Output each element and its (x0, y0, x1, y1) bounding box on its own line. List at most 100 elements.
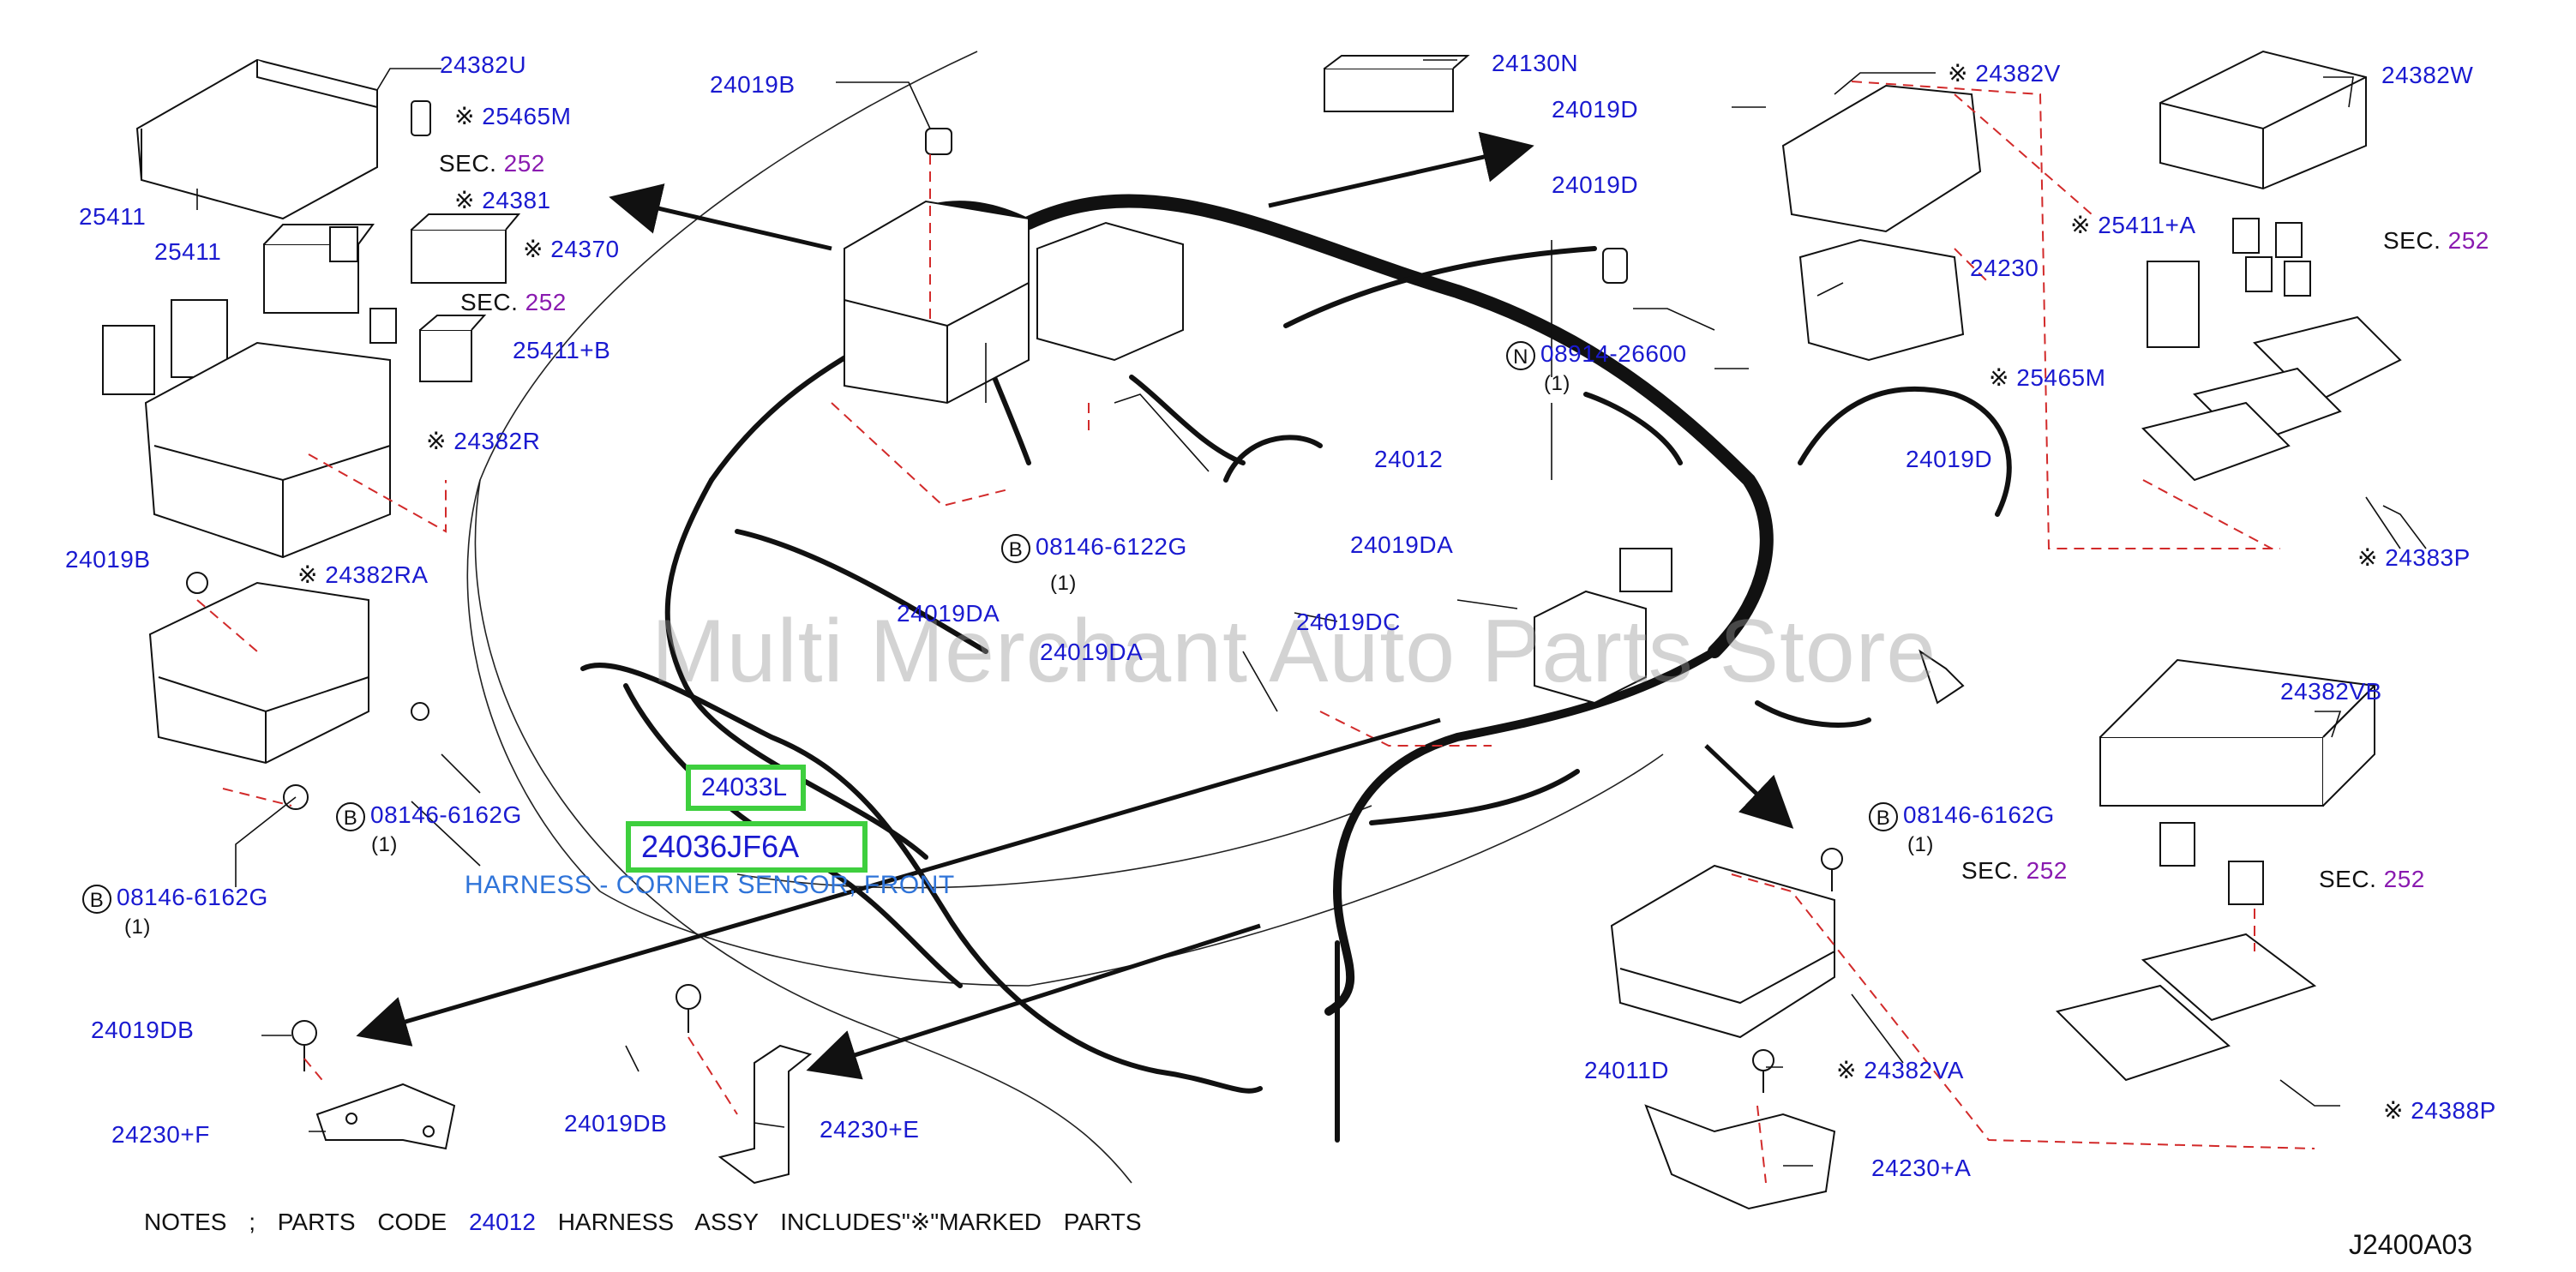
fuse-box-group-bottom (1610, 848, 1843, 1210)
part-24382V[interactable]: ※ 24382V (1948, 60, 2061, 87)
part-24230A[interactable]: 24230+A (1871, 1155, 1972, 1181)
sec-label: SEC. (2383, 227, 2441, 254)
part-24230F[interactable]: 24230+F (111, 1121, 210, 1148)
assembly-guides (196, 81, 2315, 1184)
part-number: 25465M (2016, 364, 2106, 391)
part-24388P[interactable]: ※ 24388P (2383, 1097, 2496, 1125)
star-mark: ※ (1948, 60, 1968, 87)
part-24019D-b[interactable]: 24019D (1552, 171, 1639, 198)
part-24019DA-b[interactable]: 24019DA (897, 600, 1000, 627)
quantity: (1) (371, 833, 398, 856)
section-ref-d[interactable]: SEC. 252 (1961, 857, 2068, 885)
section-ref-b[interactable]: SEC. 252 (460, 289, 567, 316)
part-24383P[interactable]: ※ 24383P (2357, 544, 2471, 572)
sec-number: 252 (525, 289, 567, 315)
notes-code: 24012 (469, 1209, 536, 1235)
notes-tail: HARNESS ASSY INCLUDES"※"MARKED PARTS (557, 1209, 1142, 1235)
star-mark: ※ (523, 236, 543, 262)
part-number: 25465M (482, 103, 572, 129)
direction-arrows (356, 131, 1794, 1080)
part-24382RA[interactable]: ※ 24382RA (297, 561, 429, 589)
part-number: 24388P (2411, 1097, 2496, 1124)
part-24019B-left[interactable]: 24019B (65, 546, 151, 573)
part-number: 24382RA (325, 561, 429, 588)
highlight-24036JF6A[interactable]: 24036JF6A (626, 821, 868, 873)
part-24019DC[interactable]: 24019DC (1296, 609, 1401, 635)
fuse-box-group-right (1324, 50, 2402, 1082)
part-24382VB[interactable]: 24382VB (2280, 678, 2382, 705)
highlight-24033L[interactable]: 24033L (686, 765, 806, 811)
star-mark: ※ (426, 428, 447, 454)
part-number: 24382VA (1864, 1057, 1964, 1083)
part-25411-b[interactable]: 25411 (154, 238, 222, 265)
bolt-symbol: B (1001, 533, 1030, 563)
part-number: 24382R (453, 428, 541, 454)
sec-number: 252 (2383, 866, 2425, 892)
part-24012[interactable]: 24012 (1374, 446, 1444, 472)
part-24382W[interactable]: 24382W (2381, 62, 2474, 88)
part-number: 08146-6162G (117, 884, 268, 910)
star-mark: ※ (1989, 364, 2009, 391)
part-24230[interactable]: 24230 (1970, 255, 2039, 281)
sec-number: 252 (503, 150, 545, 177)
part-24019DA-a[interactable]: 24019DA (1350, 531, 1454, 558)
part-24019B-top[interactable]: 24019B (710, 71, 796, 98)
part-24130N[interactable]: 24130N (1492, 50, 1579, 76)
leader-lines (196, 59, 2427, 1167)
quantity: (1) (124, 915, 151, 939)
bracket-24230F (291, 1020, 456, 1150)
part-24019DB-b[interactable]: 24019DB (564, 1110, 668, 1137)
sec-label: SEC. (1961, 857, 2020, 884)
part-number: 08146-6122G (1036, 533, 1187, 560)
star-mark: ※ (454, 103, 475, 129)
part-number: 24370 (550, 236, 620, 262)
harness-name: HARNESS - CORNER SENSOR, FRONT (465, 871, 955, 899)
star-mark: ※ (2357, 544, 2378, 571)
part-24019D-c[interactable]: 24019D (1906, 446, 1993, 472)
sec-number: 252 (2447, 227, 2489, 254)
part-25411-a[interactable]: 25411 (79, 203, 147, 230)
part-24382U[interactable]: 24382U (440, 51, 527, 78)
section-ref-e[interactable]: SEC. 252 (2319, 866, 2425, 893)
sec-label: SEC. (460, 289, 519, 315)
fuse-box-group-left (102, 58, 521, 810)
part-24370[interactable]: ※ 24370 (523, 236, 620, 263)
part-24381[interactable]: ※ 24381 (454, 187, 551, 214)
part-24011D[interactable]: 24011D (1584, 1057, 1670, 1083)
part-24019D-a[interactable]: 24019D (1552, 96, 1639, 123)
part-number: 08914-26600 (1540, 340, 1687, 367)
quantity: (1) (1544, 372, 1570, 395)
section-ref-c[interactable]: SEC. 252 (2383, 227, 2489, 255)
notes-line: NOTES ; PARTS CODE 24012 HARNESS ASSY IN… (144, 1208, 1142, 1236)
part-number: 24381 (482, 187, 551, 213)
part-25465M-top[interactable]: ※ 25465M (454, 103, 571, 130)
watermark: Multi Merchant Auto Parts Store (652, 602, 1937, 701)
harness-components (844, 128, 1965, 705)
main-harness (580, 194, 2012, 1143)
part-number: 08146-6162G (370, 801, 522, 828)
part-24382VA[interactable]: ※ 24382VA (1836, 1057, 1964, 1084)
part-25411B[interactable]: 25411+B (513, 337, 611, 363)
sec-number: 252 (2026, 857, 2068, 884)
bolt-symbol: B (1869, 801, 1898, 831)
part-24230E[interactable]: 24230+E (820, 1116, 920, 1143)
part-25411A[interactable]: ※ 25411+A (2070, 212, 2196, 239)
star-mark: ※ (1836, 1057, 1857, 1083)
part-24382R[interactable]: ※ 24382R (426, 428, 540, 455)
diagram-code: J2400A03 (2349, 1229, 2473, 1260)
part-number: 24383P (2385, 544, 2471, 571)
section-ref-a[interactable]: SEC. 252 (439, 150, 545, 177)
part-25465M-right[interactable]: ※ 25465M (1989, 364, 2105, 392)
part-24019DA-c[interactable]: 24019DA (1040, 639, 1144, 665)
bolt-symbol: B (82, 884, 111, 914)
part-24019DB-a[interactable]: 24019DB (91, 1017, 195, 1043)
star-mark: ※ (297, 561, 318, 588)
star-mark: ※ (454, 187, 475, 213)
quantity: (1) (1050, 572, 1077, 595)
sec-label: SEC. (439, 150, 497, 177)
